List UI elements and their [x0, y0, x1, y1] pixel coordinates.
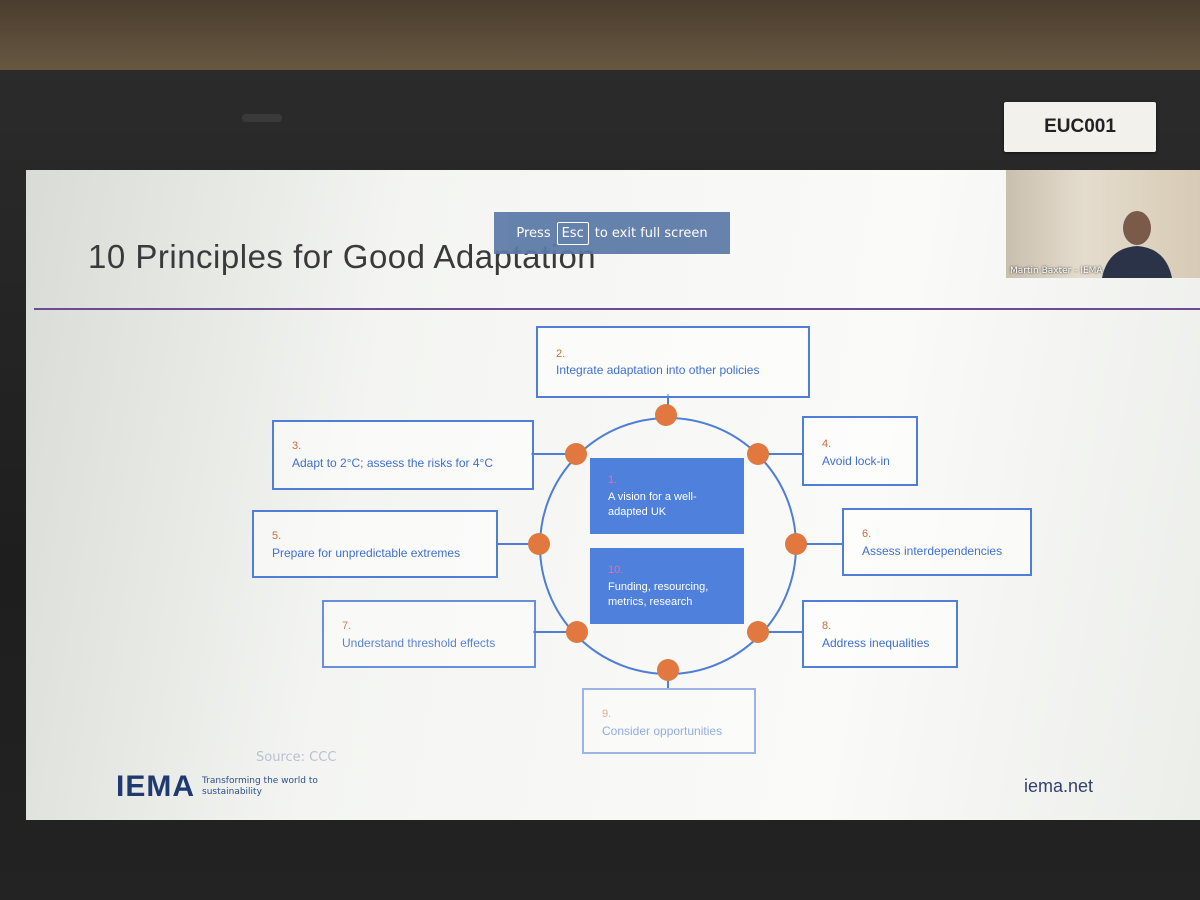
bezel-indicator: [242, 114, 282, 122]
principle-box-4: 4. Avoid lock-in: [802, 416, 918, 486]
principle-box-9: 9. Consider opportunities: [582, 688, 756, 754]
principle-number: 10.: [608, 564, 624, 576]
principle-label-line2: metrics, research: [608, 596, 693, 608]
principle-label: Avoid lock-in: [822, 454, 890, 468]
principle-label-line2: adapted UK: [608, 506, 667, 518]
node-right: [785, 533, 807, 555]
presentation-screen: 10 Principles for Good Adaptation Press …: [26, 170, 1200, 820]
principle-label: Consider opportunities: [602, 724, 723, 738]
principle-box-6: 6. Assess interdependencies: [842, 508, 1032, 576]
principle-label: Understand threshold effects: [342, 636, 496, 650]
center-principle-1: 1. A vision for a well- adapted UK: [590, 458, 744, 534]
banner-press-text: Press: [516, 225, 551, 241]
principle-box-3: 3. Adapt to 2°C; assess the risks for 4°…: [272, 420, 534, 490]
principle-label: Adapt to 2°C; assess the risks for 4°C: [292, 456, 494, 470]
principle-label-line1: A vision for a well-: [608, 491, 697, 503]
iema-logo: IEMA: [116, 770, 195, 803]
principle-number: 2.: [556, 348, 566, 360]
principle-number: 5.: [272, 530, 282, 542]
principle-label: Prepare for unpredictable extremes: [272, 546, 461, 560]
esc-key: Esc: [556, 221, 589, 245]
principle-label: Integrate adaptation into other policies: [556, 363, 760, 377]
principle-box-2: 2. Integrate adaptation into other polic…: [536, 326, 810, 398]
principle-box-5: 5. Prepare for unpredictable extremes: [252, 510, 498, 578]
principle-number: 6.: [862, 528, 872, 540]
node-bottom: [657, 659, 679, 681]
fullscreen-exit-banner[interactable]: Press Esc to exit full screen: [494, 212, 730, 254]
principle-number: 4.: [822, 438, 832, 450]
participant-avatar-icon: [1102, 211, 1172, 278]
node-lower-right: [747, 621, 769, 643]
participant-name: Martin Baxter - IEMA: [1010, 266, 1103, 276]
principle-label: Assess interdependencies: [862, 544, 1003, 558]
principle-number: 3.: [292, 440, 302, 452]
principle-box-8: 8. Address inequalities: [802, 600, 958, 668]
node-upper-right: [747, 443, 769, 465]
principle-number: 7.: [342, 620, 352, 632]
background-wall: [0, 0, 1200, 78]
node-upper-left: [565, 443, 587, 465]
center-principle-10: 10. Funding, resourcing, metrics, resear…: [590, 548, 744, 624]
asset-sticker: EUC001: [1004, 102, 1156, 152]
principle-number: 1.: [608, 474, 618, 486]
node-left: [528, 533, 550, 555]
principle-label: Address inequalities: [822, 636, 930, 650]
node-lower-left: [566, 621, 588, 643]
node-top: [655, 404, 677, 426]
source-note: Source: CCC: [256, 750, 337, 765]
principle-number: 9.: [602, 708, 612, 720]
banner-rest-text: to exit full screen: [594, 225, 708, 241]
logo-tagline: Transforming the world to sustainability: [202, 776, 318, 797]
participant-video-tile[interactable]: Martin Baxter - IEMA: [1006, 170, 1200, 278]
website-link[interactable]: iema.net: [1024, 776, 1094, 796]
principle-box-7: 7. Understand threshold effects: [322, 600, 536, 668]
principle-number: 8.: [822, 620, 832, 632]
principle-label-line1: Funding, resourcing,: [608, 581, 709, 593]
title-divider: [34, 308, 1200, 310]
principles-diagram: [496, 394, 842, 688]
